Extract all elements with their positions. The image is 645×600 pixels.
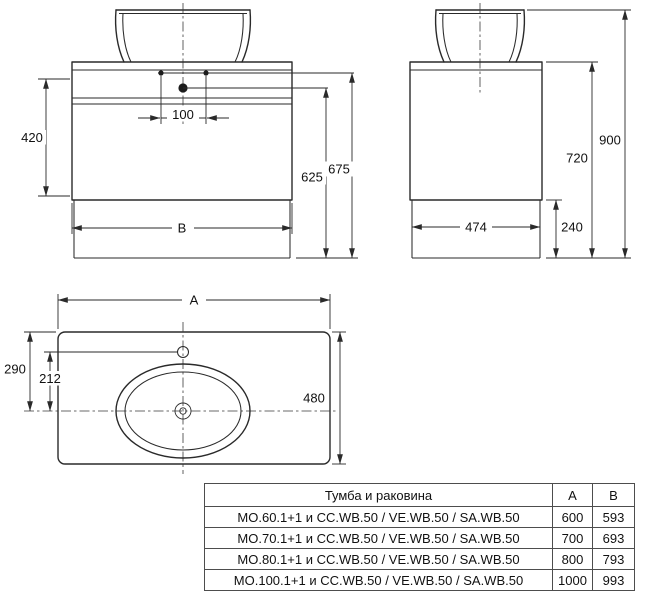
top-view: A 290 212 480	[4, 292, 346, 474]
side-view: 474 240 720 900	[409, 3, 631, 259]
dim-A: A	[57, 292, 331, 329]
faucet-hole-marker-right	[203, 70, 209, 76]
dim-label-720: 720	[566, 151, 588, 166]
table-row: MO.80.1+1 и CC.WB.50 / VE.WB.50 / SA.WB.…	[204, 548, 635, 570]
table-row: MO.100.1+1 и CC.WB.50 / VE.WB.50 / SA.WB…	[204, 569, 635, 591]
dim-625: 625	[298, 87, 329, 259]
dim-b-value: 593	[592, 506, 635, 528]
dim-290: 290	[4, 331, 56, 412]
dim-212: 212	[36, 351, 177, 412]
header-dim-a: A	[552, 483, 593, 507]
dim-b-value: 693	[592, 527, 635, 549]
dim-label-474: 474	[465, 220, 487, 235]
dim-a-value: 1000	[552, 569, 593, 591]
dim-720: 720	[546, 61, 598, 259]
model-name: MO.70.1+1 и CC.WB.50 / VE.WB.50 / SA.WB.…	[204, 527, 553, 549]
dim-label-290: 290	[4, 362, 26, 377]
dim-a-value: 800	[552, 548, 593, 570]
dim-240: 240	[546, 199, 583, 259]
model-name: MO.60.1+1 и CC.WB.50 / VE.WB.50 / SA.WB.…	[204, 506, 553, 528]
faucet-hole	[176, 345, 190, 359]
dim-a-value: 600	[552, 506, 593, 528]
dim-B: B	[71, 203, 293, 236]
dim-900: 900	[527, 9, 631, 259]
dim-b-value: 793	[592, 548, 635, 570]
spec-table-header-row: Тумба и раковина A B	[204, 483, 635, 507]
basin-plan	[115, 363, 251, 459]
dim-label-212: 212	[39, 371, 61, 386]
dim-a-value: 700	[552, 527, 593, 549]
dim-label-900: 900	[599, 133, 621, 148]
front-cabinet-outline	[71, 61, 293, 201]
dim-label-B: B	[178, 221, 187, 236]
model-name: MO.100.1+1 и CC.WB.50 / VE.WB.50 / SA.WB…	[204, 569, 553, 591]
header-dim-b: B	[592, 483, 635, 507]
dim-100: 100	[138, 76, 229, 124]
countertop-outline	[57, 331, 331, 465]
front-hole-leaders	[158, 70, 354, 93]
dim-label-625: 625	[301, 170, 323, 185]
dim-label-675: 675	[328, 162, 350, 177]
drain-hole	[174, 402, 192, 420]
dim-label-100: 100	[172, 107, 194, 122]
model-name: MO.80.1+1 и CC.WB.50 / VE.WB.50 / SA.WB.…	[204, 548, 553, 570]
side-cabinet-outline	[409, 61, 543, 201]
dim-label-240: 240	[561, 220, 583, 235]
dim-label-A: A	[190, 293, 199, 308]
table-row: MO.70.1+1 и CC.WB.50 / VE.WB.50 / SA.WB.…	[204, 527, 635, 549]
dim-420: 420	[18, 78, 70, 197]
header-model: Тумба и раковина	[204, 483, 553, 507]
dim-474: 474	[411, 219, 541, 235]
dim-label-480: 480	[303, 391, 325, 406]
faucet-hole-marker-left	[158, 70, 164, 76]
dim-675: 675	[296, 72, 358, 259]
dim-b-value: 993	[592, 569, 635, 591]
dim-480: 480	[301, 331, 346, 465]
spec-table: Тумба и раковина A B MO.60.1+1 и CC.WB.5…	[204, 483, 635, 591]
dim-label-420: 420	[21, 130, 43, 145]
table-row: MO.60.1+1 и CC.WB.50 / VE.WB.50 / SA.WB.…	[204, 506, 635, 528]
front-view: 100 420 B 625 675	[18, 3, 358, 259]
